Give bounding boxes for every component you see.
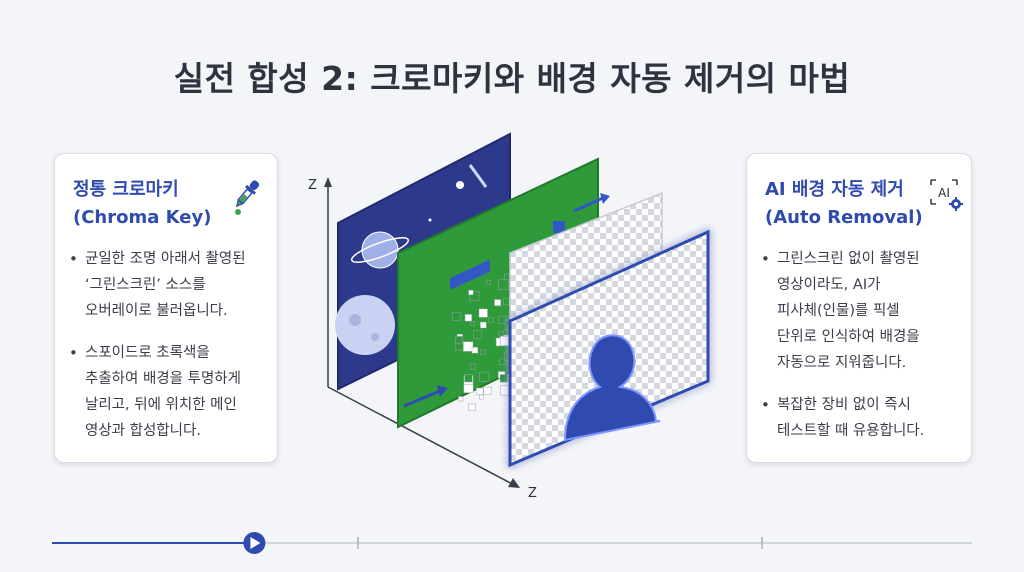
bullet-line: 추출하여 배경을 투명하게: [85, 371, 241, 387]
ai-removal-subtitle: (Auto Removal): [765, 207, 923, 228]
chroma-key-subtitle: (Chroma Key): [73, 207, 212, 228]
person-silhouette: [563, 334, 661, 442]
pixel-fragment: [499, 374, 508, 383]
list-item: • 복잡한 장비 없이 즉시 테스트할 때 유용합니다.: [761, 392, 961, 444]
pixel-fragment: [473, 330, 483, 339]
list-item: • 스포이드로 초록색을 추출하여 배경을 투명하게 날리고, 뒤에 위치한 메…: [69, 340, 267, 444]
pixel-fragment: [479, 371, 490, 382]
bullet-line: 날리고, 뒤에 위치한 메인: [85, 397, 237, 413]
axis-depth: [327, 386, 520, 488]
pixel-fragment: [469, 363, 476, 370]
pixel-fragment: [479, 394, 484, 400]
chroma-key-card: 정통 크로마키 (Chroma Key) • 균일한 조명 아래서 촬영된 ‘그…: [54, 153, 278, 463]
axis-z-label: Z: [308, 178, 317, 193]
pixel-fragment: [499, 358, 506, 366]
pixel-fragment: [499, 336, 510, 346]
pixel-fragment: [500, 385, 510, 396]
pixel-fragment: [486, 279, 492, 285]
pixel-fragment: [470, 320, 475, 326]
list-item: • 균일한 조명 아래서 촬영된 ‘그린스크린’ 소스를 오버레이로 불러옵니다…: [69, 246, 267, 324]
play-icon: [250, 537, 261, 549]
ai-removal-heading: AI 배경 자동 제거 (Auto Removal): [765, 176, 923, 232]
bullet-line: 테스트할 때 유용합니다.: [777, 423, 925, 439]
bullet-line: 복잡한 장비 없이 즉시: [777, 397, 911, 413]
bullet-line: 단위로 인식하여 배경을: [777, 329, 920, 345]
bullet-line: 그린스크린 없이 촬영된: [777, 251, 920, 267]
bullet-line: 영상과 합성합니다.: [85, 423, 201, 439]
pixel-fragment: [464, 314, 472, 322]
pixel-fragment: [464, 374, 473, 383]
flow-arrow: [403, 385, 448, 408]
play-button[interactable]: [243, 532, 266, 554]
bullet-line: 자동으로 지워줍니다.: [777, 355, 907, 371]
chroma-key-title: 정통 크로마키: [73, 179, 179, 200]
pixel-fragment: [498, 315, 506, 324]
pixel-fragment: [480, 349, 486, 356]
ai-removal-bullets: • 그린스크린 없이 촬영된 영상이라도, AI가 피사체(인물)를 픽셀 단위…: [761, 246, 961, 460]
pixel-fragment: [458, 396, 464, 402]
pixel-fragment: [468, 403, 476, 411]
ai-icon-label: AI: [938, 186, 950, 200]
layer-stack-diagram: Z Z: [308, 132, 710, 501]
pixel-fragment: [471, 347, 479, 354]
pixel-fragment: [498, 331, 504, 337]
ai-removal-card: AI 배경 자동 제거 (Auto Removal) AI • 그린스크린 없이…: [746, 153, 972, 463]
pixel-fragment: [503, 298, 510, 306]
pixel-fragment: [483, 386, 492, 395]
bullet-line: 피사체(인물)를 픽셀: [777, 303, 900, 319]
pixel-fragment: [463, 341, 474, 352]
pixel-fragment: [452, 311, 462, 321]
chroma-key-bullets: • 균일한 조명 아래서 촬영된 ‘그린스크린’ 소스를 오버레이로 불러옵니다…: [69, 246, 267, 460]
ai-cutout-layer: [508, 229, 710, 468]
pixel-fragment: [504, 273, 511, 281]
ai-settings-icon: AI: [930, 179, 963, 211]
pixel-fragment: [498, 279, 509, 290]
axis-vertical: [324, 177, 332, 387]
pixel-fragment: [488, 317, 494, 323]
chroma-key-heading: 정통 크로마키 (Chroma Key): [73, 176, 211, 232]
pixel-fragment: [494, 299, 502, 307]
pixel-fragment: [455, 336, 463, 344]
ai-removal-title: AI 배경 자동 제거: [765, 179, 904, 200]
eyedropper-icon: [235, 180, 260, 215]
pixel-fragment: [469, 291, 480, 302]
pixel-fragment: [476, 387, 484, 396]
axis-z-depth-label: Z: [528, 486, 537, 501]
bullet-line: ‘그린스크린’ 소스를: [85, 277, 206, 293]
page-title: 실전 합성 2: 크로마키와 배경 자동 제거의 마법: [173, 59, 851, 98]
pixel-fragment: [478, 308, 488, 318]
list-item: • 그린스크린 없이 촬영된 영상이라도, AI가 피사체(인물)를 픽셀 단위…: [761, 246, 961, 376]
bullet-line: 균일한 조명 아래서 촬영된: [85, 251, 246, 267]
bullet-line: 오버레이로 불러옵니다.: [85, 303, 228, 319]
bullet-line: 영상이라도, AI가: [777, 277, 881, 293]
pixel-fragment: [480, 321, 487, 329]
bullet-line: 스포이드로 초록색을: [85, 345, 210, 361]
pixel-fragment: [468, 289, 474, 295]
